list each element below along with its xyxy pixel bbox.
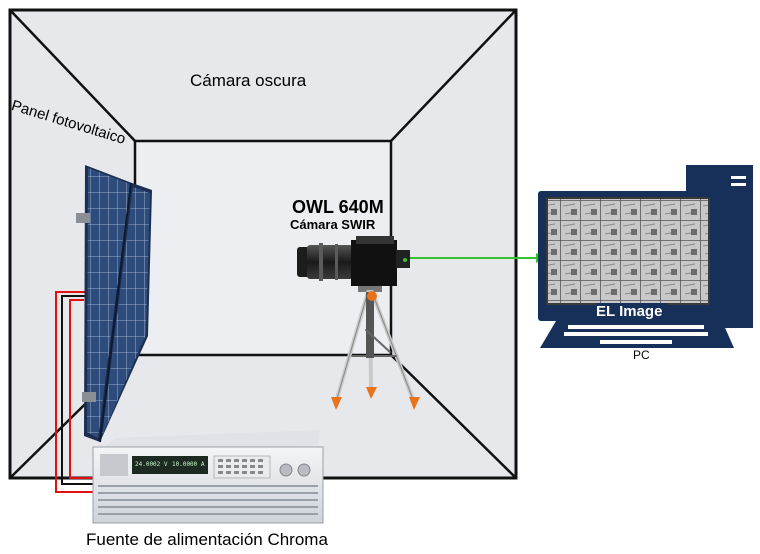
camera-icon (297, 236, 410, 286)
camera-type-label: Cámara SWIR (290, 217, 376, 232)
keyboard-icon (540, 321, 734, 348)
psu-display-voltage: 24.0002 V (135, 461, 168, 468)
psu-display-current: 10.0000 A (172, 461, 205, 468)
el-image-caption: EL Image (596, 303, 663, 320)
power-supply-label: Fuente de alimentación Chroma (86, 530, 328, 549)
el-image (548, 199, 708, 303)
pc-label: PC (633, 348, 650, 362)
power-cables (55, 291, 100, 493)
solar-panel-icon (76, 165, 152, 443)
room-label: Cámara oscura (190, 71, 307, 90)
monitor-icon (538, 191, 718, 321)
camera-model-label: OWL 640M (292, 197, 384, 217)
power-supply-icon (92, 430, 324, 524)
tripod-icon (331, 282, 420, 410)
